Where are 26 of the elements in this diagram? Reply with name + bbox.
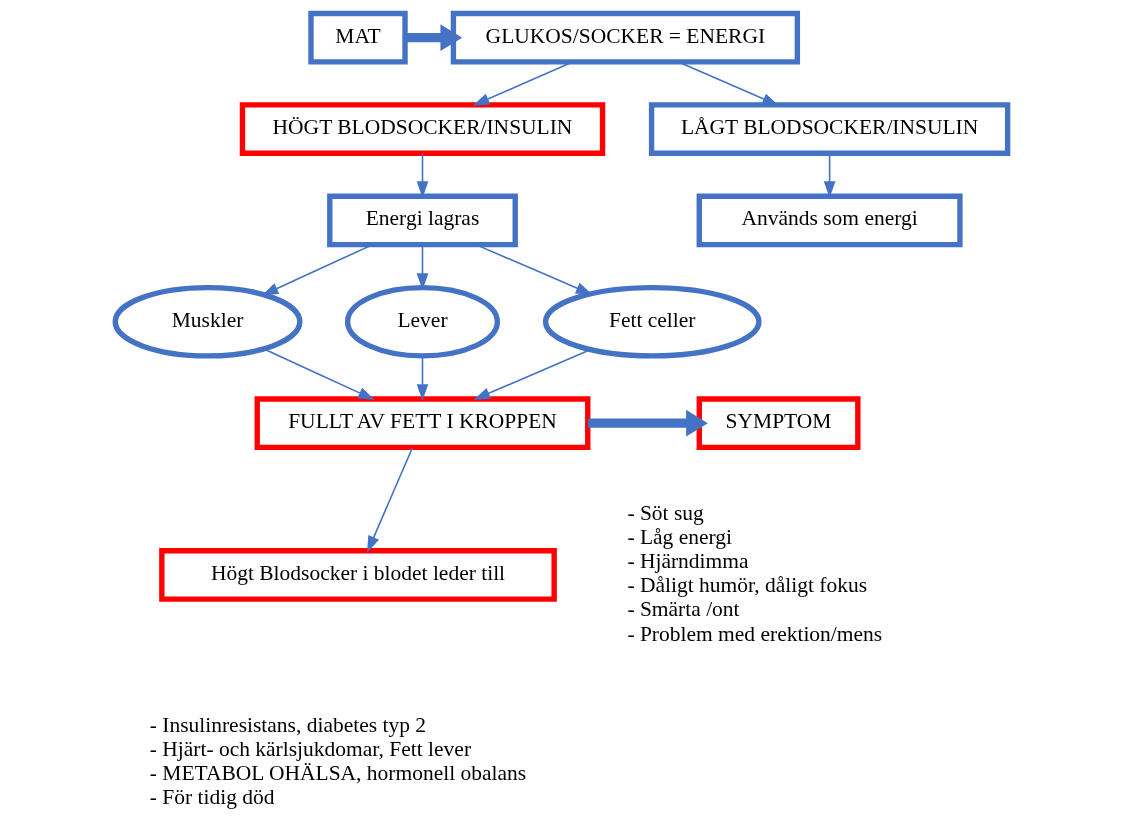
arrow: [472, 61, 573, 106]
node-box: FULLT AV FETT I KROPPEN: [254, 396, 590, 450]
node-box: Energi lagras: [326, 193, 518, 248]
node-box: Högt Blodsocker i blodet leder till: [158, 548, 557, 602]
node-box: MAT: [307, 10, 408, 65]
node-label: - Hjärndimma: [626, 548, 749, 573]
node-label: - Problem med erektion/mens: [626, 621, 882, 646]
node-box: LÅGT BLODSOCKER/INSULIN: [648, 102, 1010, 156]
arrow: [405, 24, 462, 51]
node-label: - Låg energi: [626, 524, 732, 549]
node-box: GLUKOS/SOCKER = ENERGI: [450, 10, 800, 65]
node-label: - METABOL OHÄLSA, hormonell obalans: [149, 761, 526, 786]
node-box: HÖGT BLODSOCKER/INSULIN: [239, 102, 605, 156]
node-label: - Insulinresistans, diabetes typ 2: [149, 712, 426, 737]
arrow: [416, 355, 428, 401]
arrow: [366, 446, 413, 553]
arrow: [473, 349, 591, 400]
node-label: - Dåligt humör, dåligt fokus: [626, 573, 867, 598]
node-label: - Söt sug: [626, 500, 704, 525]
node-label: - Smärta /ont: [626, 597, 740, 622]
node-label: - För tidig död: [149, 785, 274, 810]
node-label: - Hjärt- och kärlsjukdomar, Fett lever: [149, 737, 471, 762]
node-box: SYMPTOM: [696, 396, 860, 450]
node-box: Används som energi: [696, 193, 963, 248]
arrow: [587, 409, 708, 437]
node-ellipse: Lever: [344, 284, 500, 359]
